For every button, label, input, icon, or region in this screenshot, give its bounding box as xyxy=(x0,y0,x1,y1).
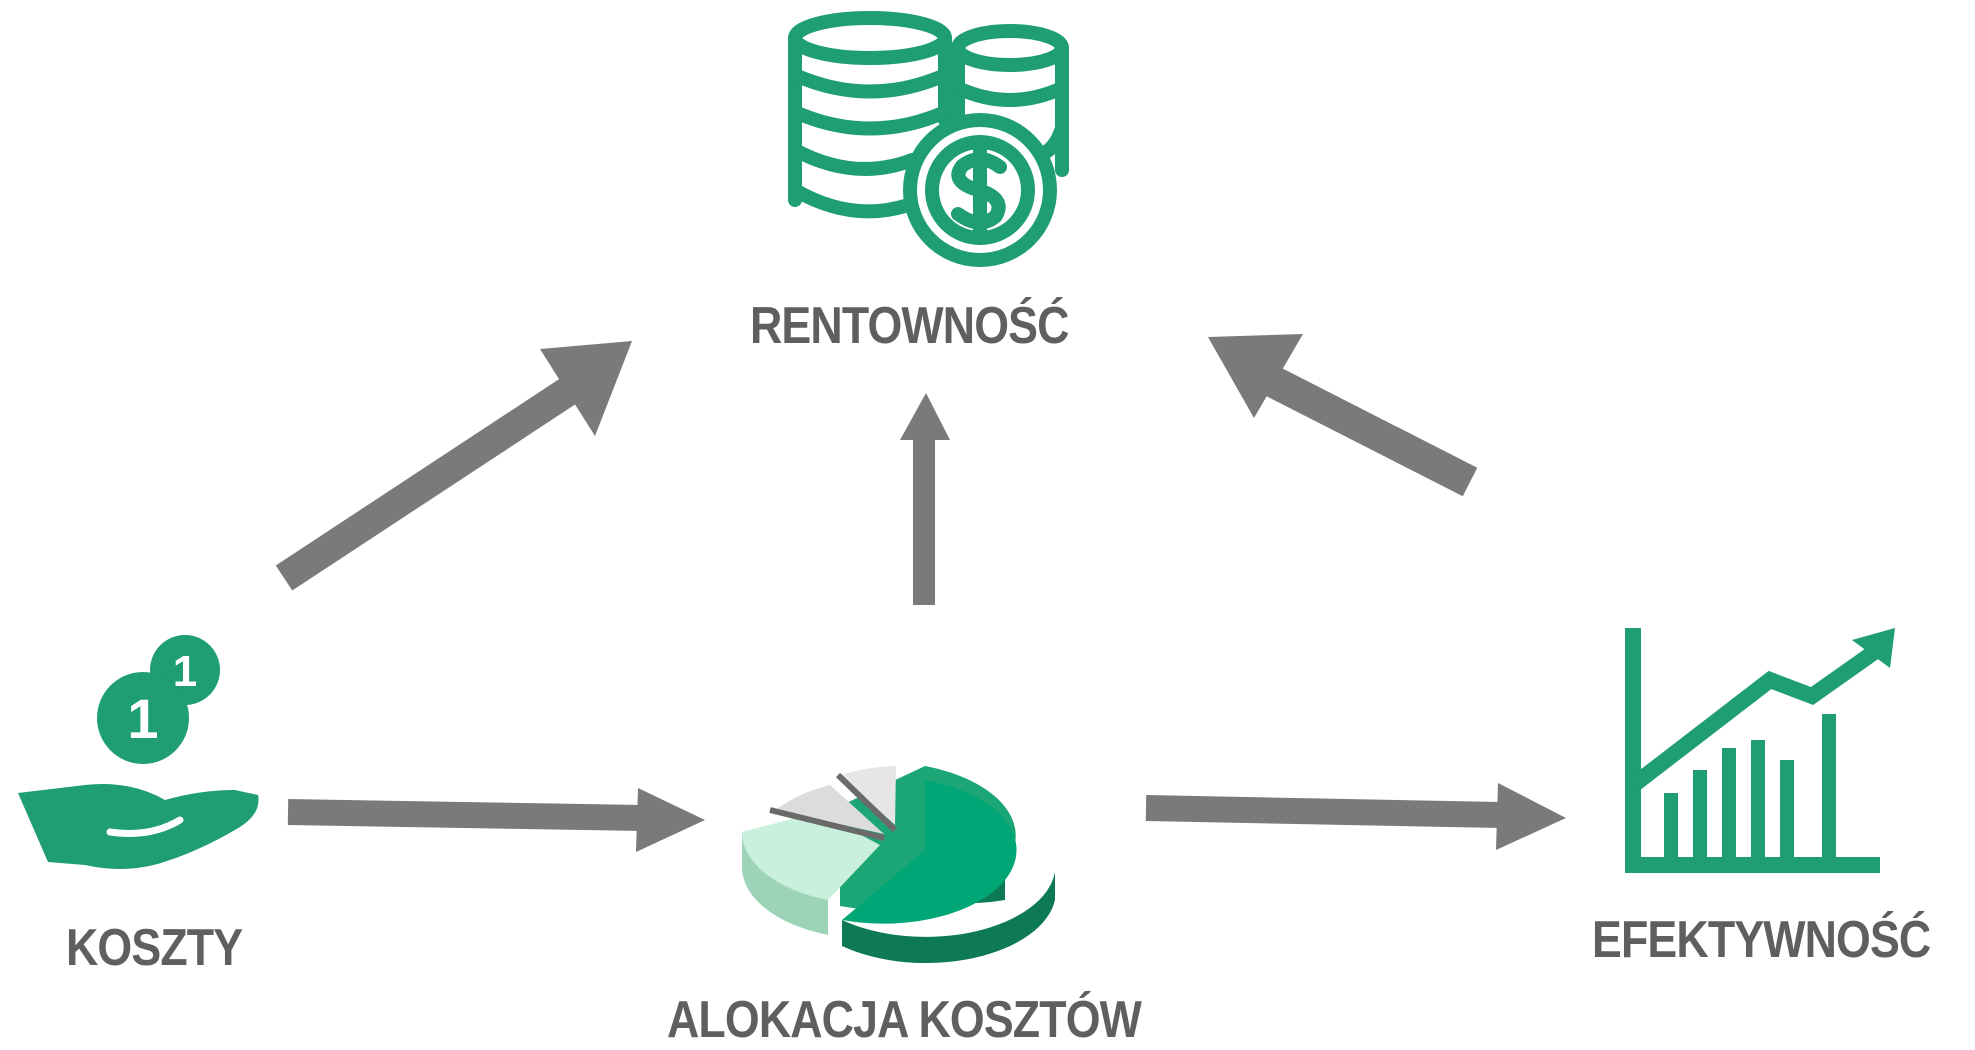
node-label-alokacja: ALOKACJA KOSZTÓW xyxy=(667,991,1142,1049)
node-label-koszty: KOSZTY xyxy=(66,919,243,977)
arrow-alokacja-to-rentownosc xyxy=(900,393,950,605)
node-label-efektywnosc: EFEKTYWNOŚĆ xyxy=(1592,911,1931,969)
coin-stacks-dollar-icon xyxy=(788,11,1069,267)
hand-with-coins-icon: 1 1 xyxy=(18,635,259,869)
arrow-efektywnosc-to-rentownosc xyxy=(1208,334,1478,497)
arrow-koszty-to-rentownosc xyxy=(275,341,632,591)
pie-chart-icon xyxy=(741,766,1055,964)
svg-text:1: 1 xyxy=(127,687,158,750)
arrow-koszty-to-alokacja xyxy=(287,788,705,852)
growth-bar-chart-icon xyxy=(1625,628,1895,873)
arrow-alokacja-to-efektywnosc xyxy=(1145,783,1566,850)
node-label-rentownosc: RENTOWNOŚĆ xyxy=(750,297,1069,355)
